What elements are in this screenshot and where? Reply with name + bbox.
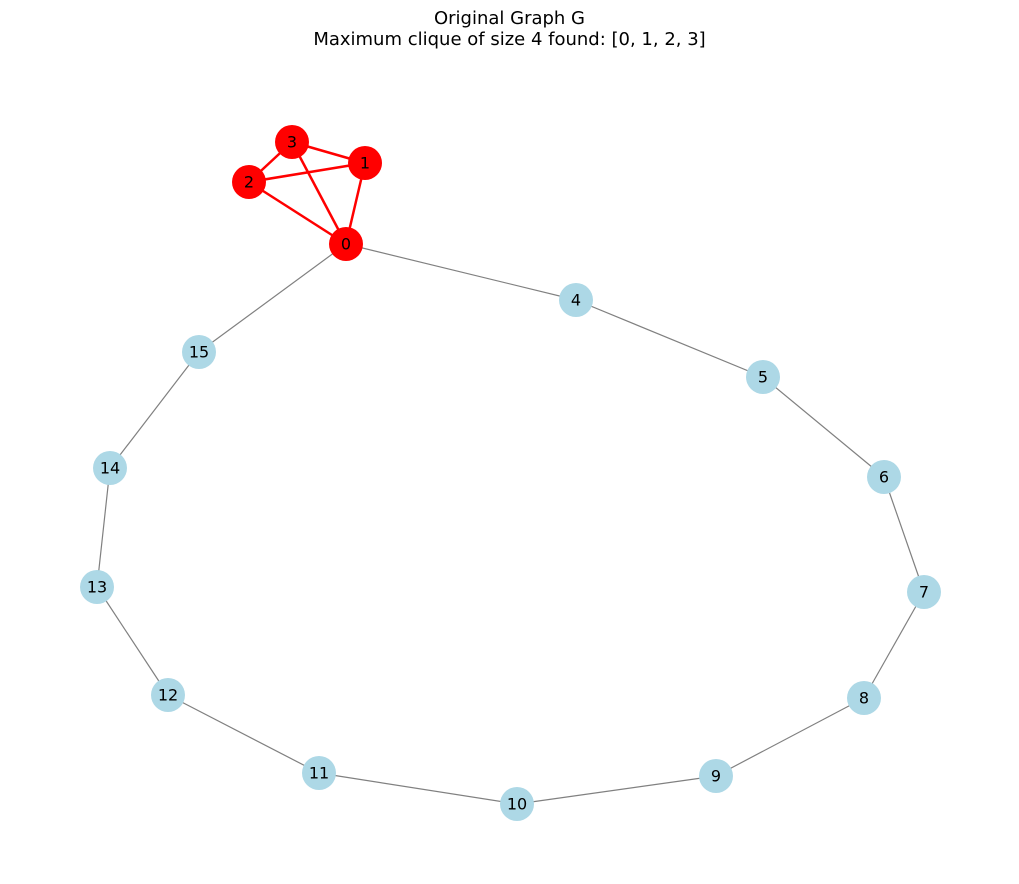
node-label: 0 [341,235,351,254]
node-label: 4 [571,291,581,310]
node-12: 12 [151,678,185,712]
clique-edge-1-2 [248,161,366,184]
edge-14-15 [109,351,200,469]
clique-node-2: 2 [232,165,266,199]
node-10: 10 [500,787,534,821]
node-label: 1 [360,154,370,173]
edge-0-4 [345,243,577,301]
clique-node-0: 0 [329,227,363,261]
edge-15-0 [198,243,347,353]
node-circle [151,678,185,712]
node-label: 9 [711,767,721,786]
node-11: 11 [302,756,336,790]
node-circle [232,165,266,199]
edge-8-9 [715,697,865,777]
node-label: 6 [879,468,889,487]
node-13: 13 [80,570,114,604]
node-5: 5 [746,360,780,394]
node-label: 2 [244,173,254,192]
node-label: 5 [758,368,768,387]
node-label: 3 [287,133,297,152]
edge-5-6 [762,376,885,478]
title-line-2: Maximum clique of size 4 found: [0, 1, 2… [313,29,706,50]
node-8: 8 [847,681,881,715]
clique-node-1: 1 [348,146,382,180]
node-circle [182,335,216,369]
title-line-1: Original Graph G [433,8,586,29]
edge-10-11 [318,772,518,805]
edge-11-12 [167,694,320,774]
node-label: 13 [87,578,107,597]
node-label: 7 [919,583,929,602]
node-circle [93,451,127,485]
node-9: 9 [699,759,733,793]
node-circle [867,460,901,494]
edges-layer [96,140,925,805]
edge-7-8 [863,591,925,699]
edge-9-10 [516,775,717,805]
edge-4-5 [575,299,764,378]
node-label: 10 [507,795,527,814]
clique-node-3: 3 [275,125,309,159]
node-circle [746,360,780,394]
node-7: 7 [907,575,941,609]
clique-edge-0-3 [290,141,348,245]
node-label: 12 [158,686,178,705]
node-circle [275,125,309,159]
node-14: 14 [93,451,127,485]
node-circle [80,570,114,604]
node-4: 4 [559,283,593,317]
node-circle [699,759,733,793]
node-circle [907,575,941,609]
node-circle [329,227,363,261]
node-circle [302,756,336,790]
node-6: 6 [867,460,901,494]
node-circle [847,681,881,715]
node-circle [559,283,593,317]
figure-title: Original Graph G Maximum clique of size … [0,8,1019,50]
node-15: 15 [182,335,216,369]
clique-edge-0-2 [248,180,347,246]
edge-12-13 [96,586,169,696]
node-label: 15 [189,343,209,362]
node-circle [348,146,382,180]
node-label: 8 [859,689,869,708]
node-circle [500,787,534,821]
edge-13-14 [96,467,111,588]
edge-6-7 [883,476,925,593]
node-label: 14 [100,459,120,478]
node-label: 11 [309,764,329,783]
